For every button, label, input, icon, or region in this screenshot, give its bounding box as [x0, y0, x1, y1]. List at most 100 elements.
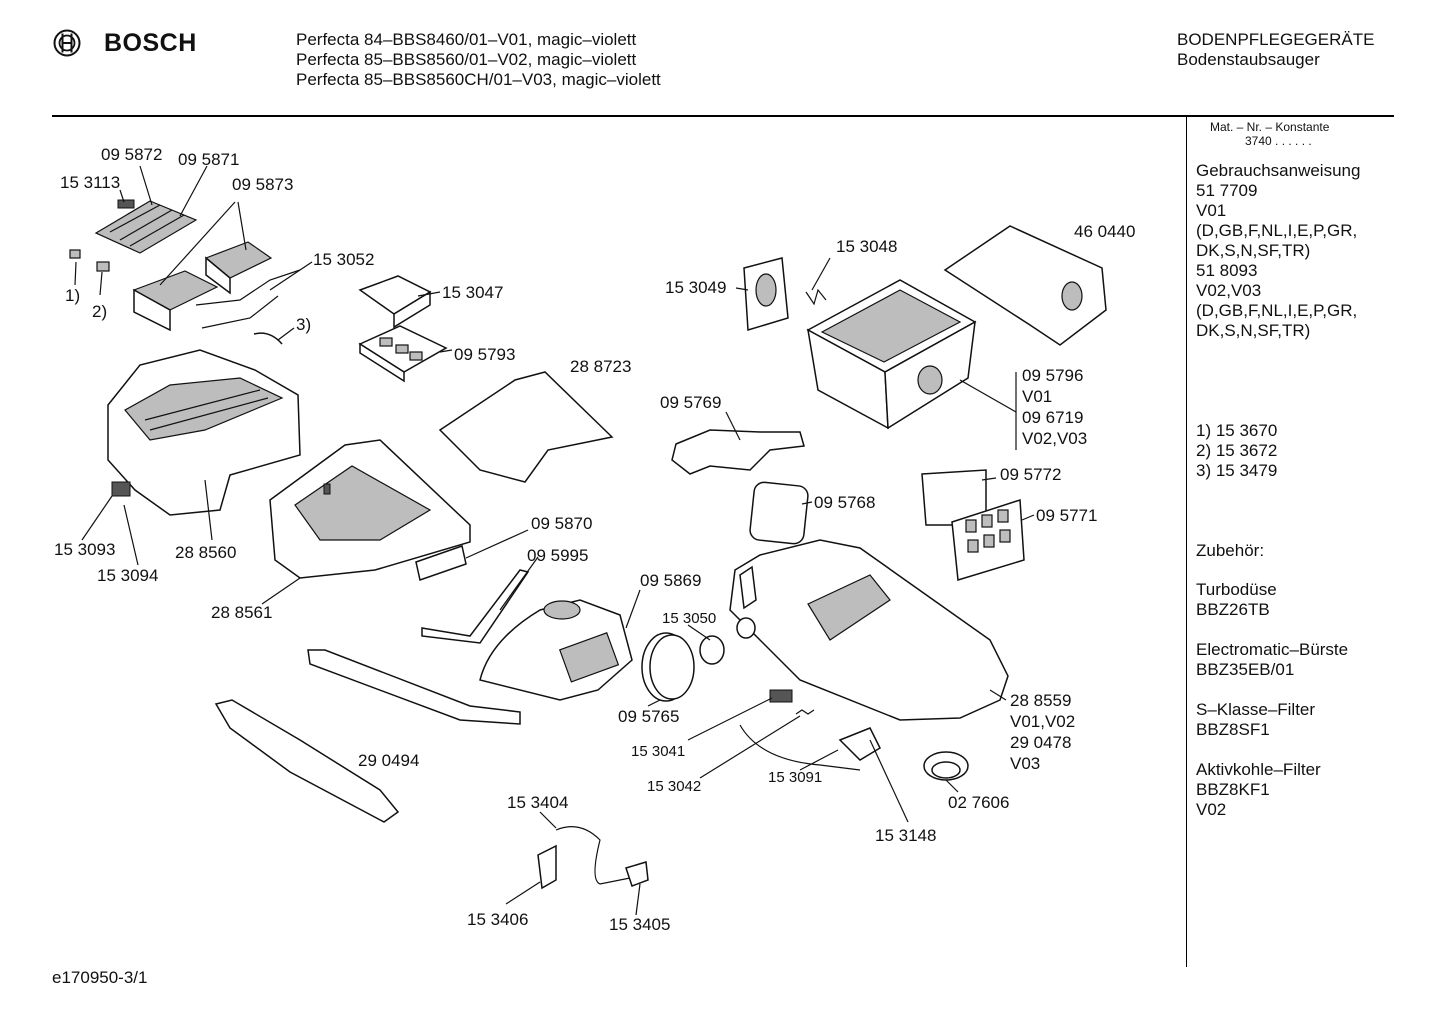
mat-nr-heading: Mat. – Nr. – Konstante	[1210, 120, 1330, 134]
part-label: 09 5873	[232, 175, 294, 194]
part-label: V01	[1022, 387, 1053, 406]
part-label: 15 3091	[768, 769, 823, 786]
exhaust-filter-part	[132, 241, 273, 332]
middle-housing-part	[269, 439, 471, 579]
drawing-code: e170950-3/1	[52, 968, 148, 987]
accessories-heading: Zubehör:	[1196, 541, 1265, 560]
footnote: 3) 15 3479	[1196, 461, 1278, 480]
category-title: BODENPFLEGEGERÄTE	[1177, 30, 1375, 49]
base-housing-part	[729, 539, 1009, 721]
manual-line: Gebrauchsanweisung	[1196, 161, 1361, 180]
hose-cover-part	[479, 599, 633, 701]
part-label: 09 5796	[1022, 366, 1084, 385]
part-label: 09 5793	[454, 345, 516, 364]
manual-block: Gebrauchsanweisung 51 7709 V01 (D,GB,F,N…	[1196, 161, 1360, 341]
leader-lines	[74, 165, 1035, 916]
plug-part	[625, 861, 649, 887]
part-label: V01,V02	[1010, 712, 1076, 731]
part-label: 09 5872	[101, 145, 163, 164]
dust-container-part	[806, 279, 977, 430]
accessory-name: S–Klasse–Filter	[1196, 700, 1316, 719]
filter-frame-part	[358, 325, 448, 383]
cable-part	[739, 724, 861, 771]
hepa-filter-part	[951, 498, 1025, 581]
mat-nr-value: 3740 . . . . . .	[1245, 134, 1312, 148]
gasket-part	[749, 481, 809, 545]
top-cover-part	[438, 371, 614, 483]
part-label: 15 3049	[665, 278, 727, 297]
part-label: V03	[1010, 754, 1041, 773]
part-label: 15 3148	[875, 826, 937, 845]
part-label: 09 5765	[618, 707, 680, 726]
brand-block: BOSCH	[52, 28, 197, 58]
sidebar-divider	[1186, 115, 1187, 967]
part-label: 09 5769	[660, 393, 722, 412]
seal-strip-part	[195, 269, 301, 306]
accessory-item: Aktivkohle–Filter BBZ8KF1 V02	[1196, 760, 1321, 820]
part-label: 02 7606	[948, 793, 1010, 812]
cable-assembly-part	[555, 826, 631, 885]
part-label: 29 0494	[358, 751, 420, 770]
part-label: V02,V03	[1022, 429, 1088, 448]
part-label: 3)	[296, 315, 312, 334]
accessory-item: S–Klasse–Filter BBZ8SF1	[1196, 700, 1315, 740]
part-label: 09 5771	[1036, 506, 1098, 525]
housing-top-part	[107, 349, 301, 516]
manual-line: DK,S,N,SF,TR)	[1196, 321, 1311, 340]
part-label: 09 6719	[1022, 408, 1084, 427]
part-label: 09 5869	[640, 571, 702, 590]
bosch-logo-icon	[53, 29, 81, 57]
part-label: 09 5871	[178, 150, 240, 169]
accessory-code: BBZ8SF1	[1196, 720, 1270, 739]
wheel-part	[641, 632, 725, 702]
filter-bag-part	[943, 225, 1107, 346]
carry-handle-part	[421, 569, 530, 644]
accessory-code: BBZ8KF1	[1196, 780, 1270, 799]
brand-name: BOSCH	[104, 28, 197, 57]
model-line: Perfecta 85–BBS8560/01–V02, magic–violet…	[296, 50, 637, 69]
manual-line: V02,V03	[1196, 281, 1262, 300]
clip-part	[253, 332, 283, 345]
accessory-code: BBZ26TB	[1196, 600, 1270, 619]
part-label: 28 8561	[211, 603, 273, 622]
part-label: 15 3042	[647, 778, 702, 795]
accessory-name: Aktivkohle–Filter	[1196, 760, 1321, 779]
part-label: 09 5870	[531, 514, 593, 533]
seal-strip-edge	[201, 295, 279, 329]
part-label: 15 3404	[507, 793, 569, 812]
manual-line: 51 7709	[1196, 181, 1258, 200]
model-line: Perfecta 85–BBS8560CH/01–V03, magic–viol…	[296, 70, 661, 89]
handle-grip-part	[415, 545, 467, 581]
accessory-code: BBZ35EB/01	[1196, 660, 1295, 679]
bumper-strip-part	[307, 649, 521, 725]
manual-line: V01	[1196, 201, 1227, 220]
part-label: 28 8559	[1010, 691, 1072, 710]
part-label: 15 3050	[662, 610, 717, 627]
accessory-name: Turbodüse	[1196, 580, 1277, 599]
footnote: 2) 15 3672	[1196, 441, 1278, 460]
manual-line: (D,GB,F,NL,I,E,P,GR,	[1196, 221, 1358, 240]
part-label: 1)	[65, 286, 81, 305]
filter-cover-part	[69, 199, 198, 272]
connector-part	[537, 844, 557, 890]
header-divider	[52, 115, 1394, 117]
cover-plate-part	[671, 429, 805, 475]
part-label: 15 3113	[60, 173, 121, 192]
manual-line: DK,S,N,SF,TR)	[1196, 241, 1311, 260]
part-label: 15 3047	[442, 283, 504, 302]
spring-coil-part	[795, 709, 815, 715]
footnotes-block: 1) 15 3670 2) 15 3672 3) 15 3479	[1196, 421, 1277, 481]
model-list: Perfecta 84–BBS8460/01–V01, magic–violet…	[296, 30, 661, 90]
part-label: 15 3048	[836, 237, 898, 256]
switch-button-part	[769, 689, 793, 703]
part-label: 46 0440	[1074, 222, 1136, 241]
part-label: 09 5768	[814, 493, 876, 512]
part-label: 15 3405	[609, 915, 671, 934]
part-label: 15 3093	[54, 540, 116, 559]
mat-nr-block: Mat. – Nr. – Konstante 3740 . . . . . .	[1210, 120, 1329, 148]
model-line: Perfecta 84–BBS8460/01–V01, magic–violet…	[296, 30, 637, 49]
footnote: 1) 15 3670	[1196, 421, 1278, 440]
part-label: 15 3094	[97, 566, 159, 585]
accessory-variant: V02	[1196, 800, 1227, 819]
part-label: 15 3052	[313, 250, 375, 269]
